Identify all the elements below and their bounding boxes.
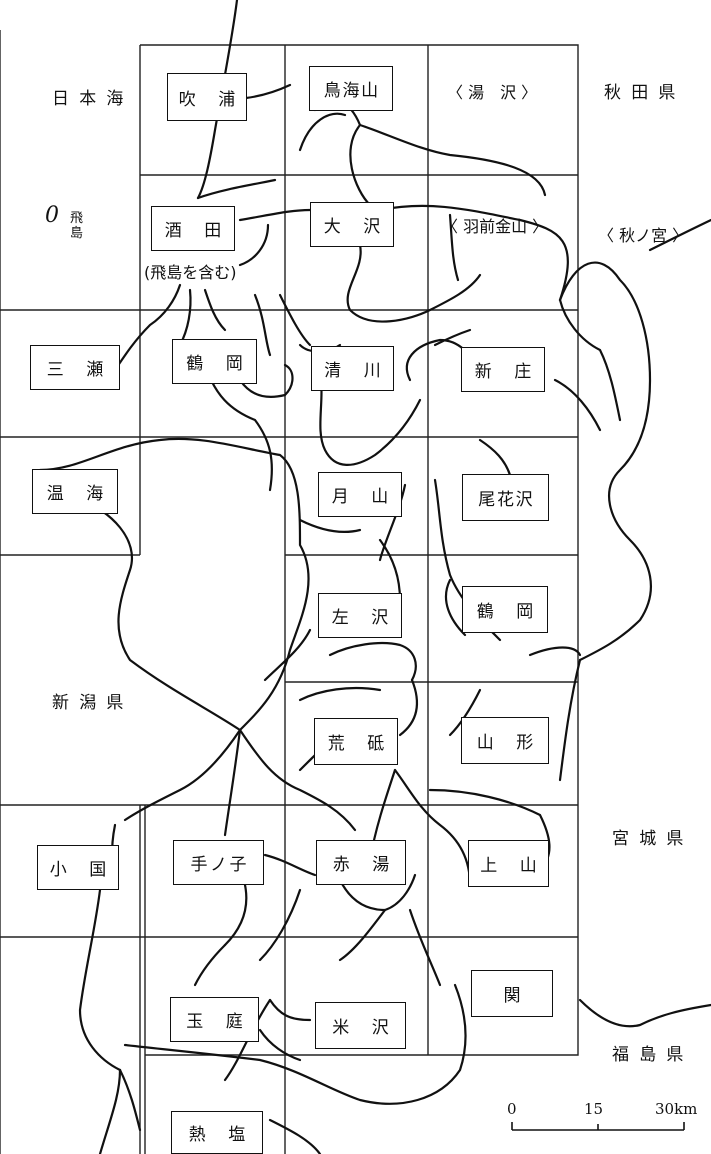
sheet-chokaisan: 鳥海山 [309,66,393,111]
sheet-tamaniwa: 玉 庭 [170,997,259,1042]
region-niigata: 新潟県 [52,693,134,713]
sheet-obanazawa: 尾花沢 [462,474,549,521]
sheet-tsuruoka-west: 鶴 岡 [172,339,257,384]
sheet-arato: 荒 砥 [314,718,398,765]
scale-label-15: 15 [584,1100,604,1118]
sheet-kaminoyama: 上 山 [468,840,549,887]
sheet-yuzawa: 〈 湯 沢 〉 [447,83,538,102]
region-fukushima: 福島県 [612,1045,694,1065]
scale-label-0: 0 [507,1100,517,1118]
boundary-top-river [196,0,239,200]
sheet-ugo-kanayama: 〈 羽前金山 〉 [442,217,549,236]
sheet-fubura: 吹 浦 [167,73,247,121]
sheet-atsushio: 熱 塩 [171,1111,263,1154]
sheet-shinjo: 新 庄 [461,347,545,392]
region-miyagi: 宮城県 [612,829,694,849]
sheet-sazawa: 左 沢 [318,593,402,638]
region-akita: 秋田県 [604,83,686,103]
sheet-sakata: 酒 田 [151,206,235,251]
sheet-tenoko: 手ノ子 [173,840,264,885]
sheet-seki: 関 [471,970,553,1017]
sheet-yonezawa: 米 沢 [315,1002,406,1049]
sheet-oguni: 小 国 [37,845,119,890]
region-sea-of-japan: 日本海 [52,89,134,109]
sheet-akayu: 赤 湯 [316,840,406,885]
sheet-atsumi: 温 海 [32,469,118,514]
grid-frame-outer [140,44,579,1056]
tobishima-island-symbol: 0 [45,203,59,228]
sheet-akinomiya: 〈 秋ノ宮 〉 [598,226,689,245]
sheet-osawa: 大 沢 [310,202,394,247]
sheet-gassan: 月 山 [318,472,402,517]
scale-label-30km: 30km [655,1100,698,1118]
sheet-grid [0,30,579,1154]
tobishima-label: 飛島 [70,211,84,241]
sheet-tsuruoka-east: 鶴 岡 [462,586,548,633]
sheet-sanze: 三 瀬 [30,345,120,390]
boundary-central-west [38,437,310,732]
sheet-yamagata: 山 形 [461,717,549,764]
sakata-note: (飛島を含む) [144,263,237,282]
scale-bar [511,1122,685,1131]
sheet-kiyokawa: 清 川 [311,346,394,391]
